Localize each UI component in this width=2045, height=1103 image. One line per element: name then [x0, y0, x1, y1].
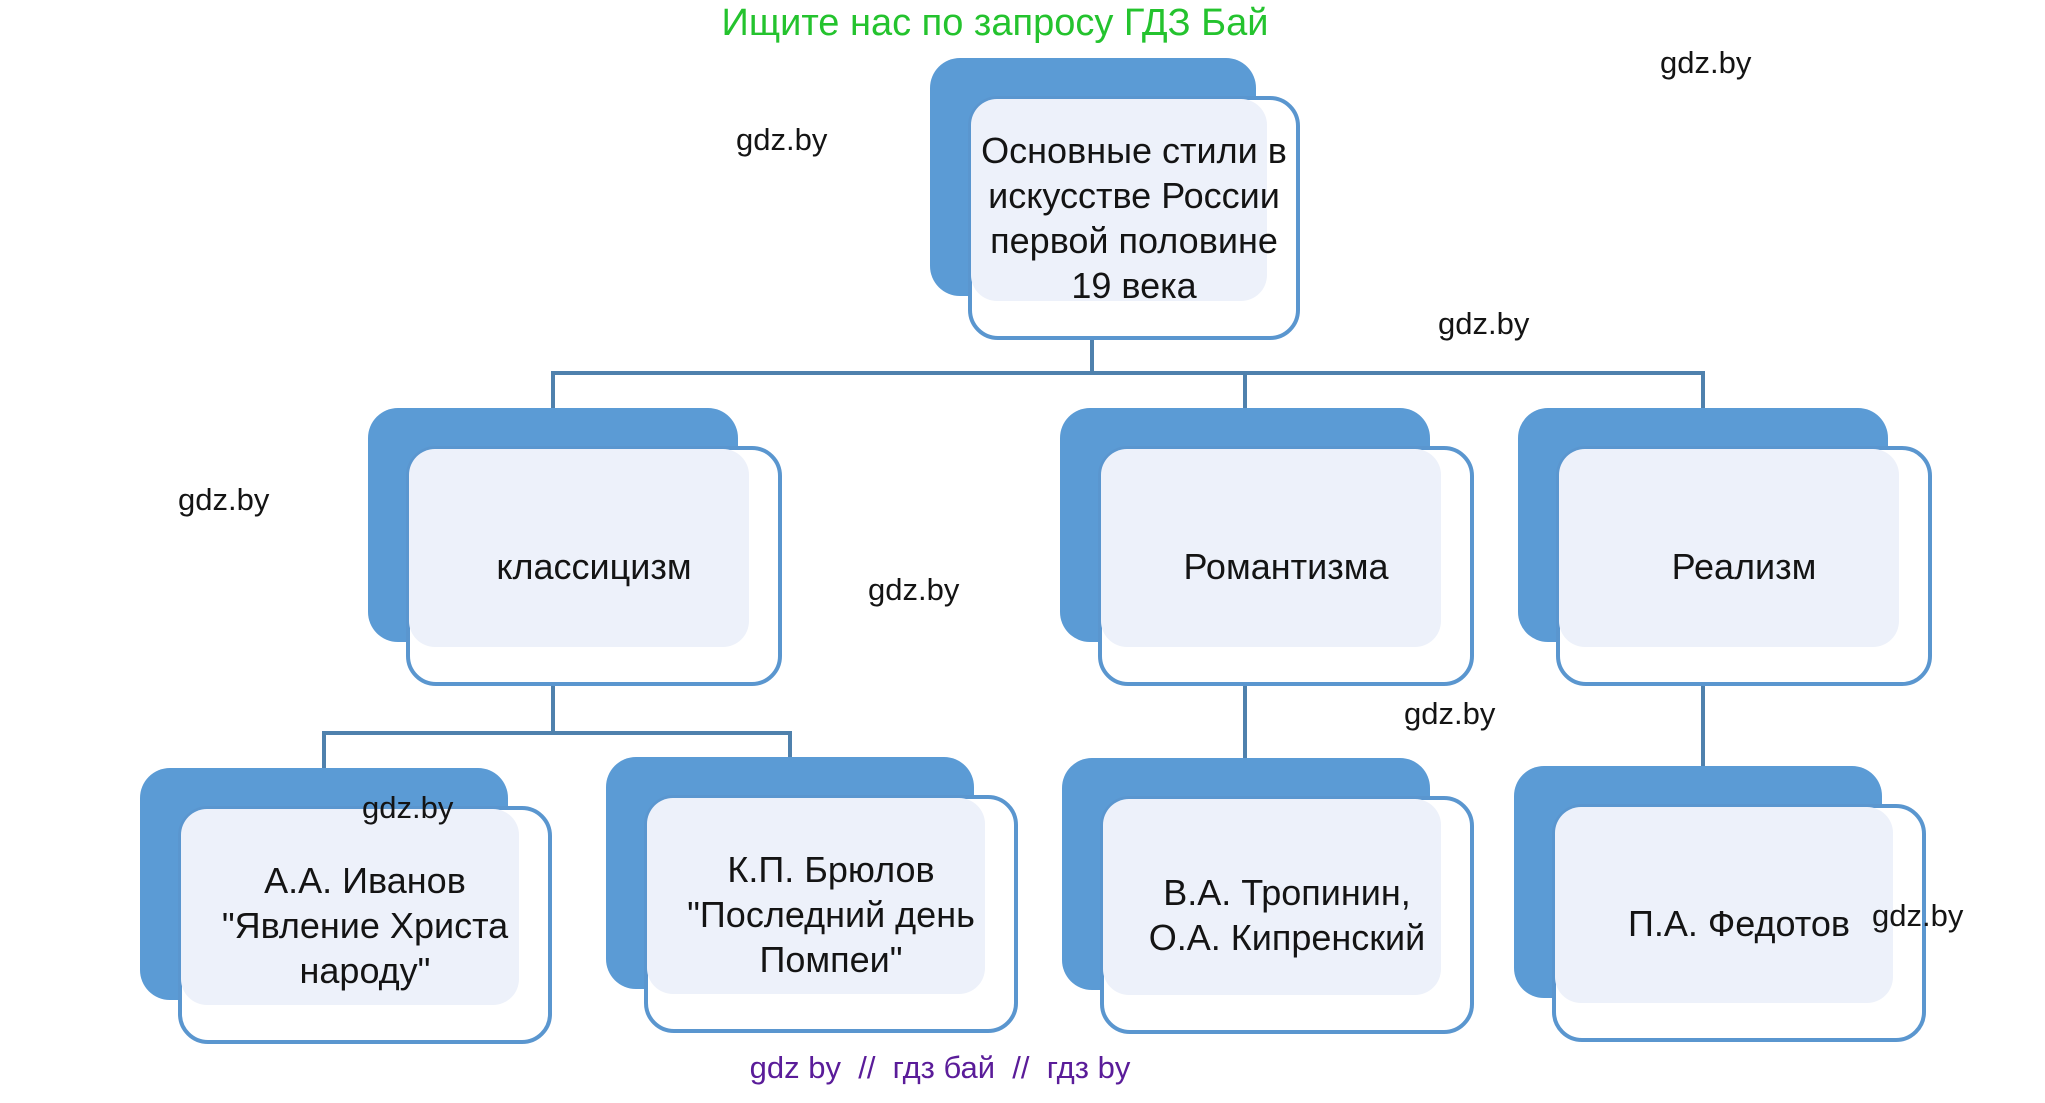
node-fedotov: П.А. Федотов	[1514, 766, 1926, 1042]
node-realism: Реализм	[1518, 408, 1932, 686]
node-tropinin-label: В.А. Тропинин, О.А. Кипренский	[1148, 872, 1426, 958]
node-root-label: Основные стили в искусстве России первой…	[981, 130, 1287, 306]
node-fedotov-inner-fill	[1555, 807, 1893, 1003]
node-romanticism-box: Романтизма	[1098, 446, 1474, 686]
watermark: gdz.by	[1660, 45, 1752, 80]
watermark: gdz.by	[736, 122, 828, 157]
connector-rail-classicism-children	[322, 731, 792, 735]
footer-text: gdz by // гдз бай // гдз by	[749, 1050, 1131, 1085]
node-bryullov: К.П. Брюлов "Последний день Помпеи"	[606, 757, 1018, 1033]
node-tropinin: В.А. Тропинин, О.А. Кипренский	[1062, 758, 1474, 1034]
node-ivanov: А.А. Иванов "Явление Христа народу"	[140, 768, 552, 1044]
node-ivanov-label: А.А. Иванов "Явление Христа народу"	[221, 859, 509, 991]
connector-root-stub	[1090, 337, 1094, 371]
node-realism-inner-fill	[1559, 449, 1899, 647]
node-root-box: Основные стили в искусстве России первой…	[968, 96, 1300, 340]
watermark: gdz.by	[1438, 306, 1530, 341]
node-classicism-label: классицизм	[496, 545, 692, 587]
node-tropinin-inner-fill	[1103, 799, 1441, 995]
watermark: gdz.by	[868, 572, 960, 607]
node-realism-label: Реализм	[1671, 545, 1817, 587]
node-root-inner-fill	[971, 99, 1267, 301]
node-bryullov-label: К.П. Брюлов "Последний день Помпеи"	[687, 848, 975, 980]
node-romanticism: Романтизма	[1060, 408, 1474, 686]
node-realism-box: Реализм	[1556, 446, 1932, 686]
connector-drop-bryullov	[788, 733, 792, 759]
connector-drop-fedotov	[1701, 686, 1705, 768]
watermark: gdz.by	[1404, 696, 1496, 731]
watermark: gdz.by	[1872, 898, 1964, 933]
connector-drop-tropinin	[1243, 686, 1247, 760]
node-fedotov-box: П.А. Федотов	[1552, 804, 1926, 1042]
node-fedotov-label: П.А. Федотов	[1628, 902, 1850, 944]
node-romanticism-inner-fill	[1101, 449, 1441, 647]
connector-rail-level2	[551, 371, 1705, 375]
node-ivanov-box: А.А. Иванов "Явление Христа народу"	[178, 806, 552, 1044]
connector-drop-ivanov	[322, 733, 326, 770]
node-bryullov-inner-fill	[647, 798, 985, 994]
node-classicism: классицизм	[368, 408, 782, 686]
node-tropinin-box: В.А. Тропинин, О.А. Кипренский	[1100, 796, 1474, 1034]
connector-drop-classicism	[551, 373, 555, 408]
node-bryullov-box: К.П. Брюлов "Последний день Помпеи"	[644, 795, 1018, 1033]
node-romanticism-label: Романтизма	[1183, 545, 1389, 587]
watermark: gdz.by	[178, 482, 270, 517]
node-ivanov-inner-fill	[181, 809, 519, 1005]
node-root: Основные стили в искусстве России первой…	[930, 58, 1300, 340]
node-classicism-inner-fill	[409, 449, 749, 647]
node-classicism-box: классицизм	[406, 446, 782, 686]
page-title: Ищите нас по запросу ГДЗ Бай	[721, 2, 1269, 44]
connector-classicism-stub	[551, 686, 555, 733]
watermark: gdz.by	[362, 790, 454, 825]
connector-drop-realism	[1701, 373, 1705, 408]
connector-drop-romanticism	[1243, 373, 1247, 408]
